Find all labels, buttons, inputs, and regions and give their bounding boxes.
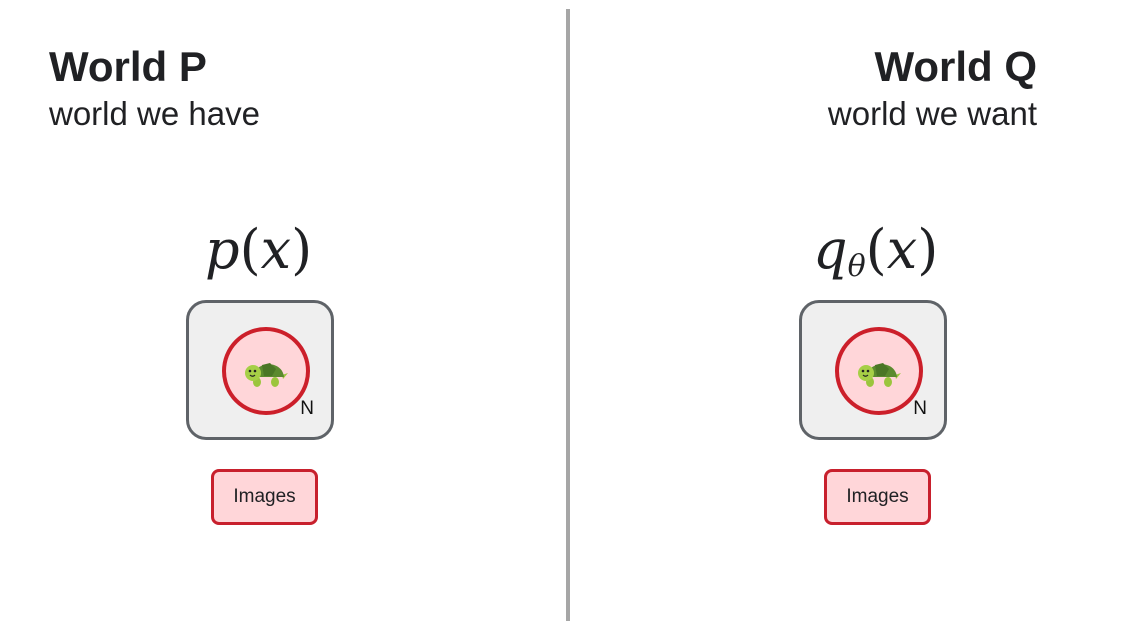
turtle-icon <box>858 363 901 387</box>
left-plate: N <box>186 300 334 440</box>
turtle-eye <box>253 369 257 373</box>
left-formula-argument: x <box>260 218 292 281</box>
turtle-eye <box>861 369 865 373</box>
right-plate: N <box>799 300 947 440</box>
right-formula-subscript: θ <box>847 249 866 284</box>
right-formula-close-paren: ) <box>917 218 939 281</box>
left-formula-close-paren: ) <box>291 218 313 281</box>
turtle-icon <box>245 363 288 387</box>
left-formula-open-paren: ( <box>239 218 261 281</box>
turtle-head <box>245 365 261 381</box>
turtle-head <box>858 365 874 381</box>
right-formula: qθ(x) <box>813 218 938 291</box>
left-node <box>222 327 310 415</box>
turtle-eye <box>248 369 252 373</box>
turtle-eye <box>866 369 870 373</box>
turtle-smile <box>249 374 256 377</box>
right-subtitle: world we want <box>827 95 1037 132</box>
turtle-shell-pattern <box>875 363 889 376</box>
right-node <box>835 327 923 415</box>
right-formula-open-paren: ( <box>865 218 887 281</box>
turtle-shell-pattern <box>262 363 276 376</box>
right-plate-label: N <box>913 398 927 419</box>
left-formula: p(x) <box>205 218 312 291</box>
panel-divider <box>566 9 570 621</box>
right-title: World Q <box>874 43 1037 90</box>
turtle-smile <box>862 374 869 377</box>
right-formula-argument: x <box>886 218 918 281</box>
left-images-tag: Images <box>211 469 318 525</box>
left-title: World P <box>49 43 207 90</box>
left-plate-label: N <box>300 398 314 419</box>
left-subtitle: world we have <box>49 95 260 132</box>
right-images-tag: Images <box>824 469 931 525</box>
turtle-leg <box>271 377 279 387</box>
left-formula-symbol: p <box>205 218 240 281</box>
turtle-leg <box>884 377 892 387</box>
right-formula-symbol: q <box>813 218 848 281</box>
